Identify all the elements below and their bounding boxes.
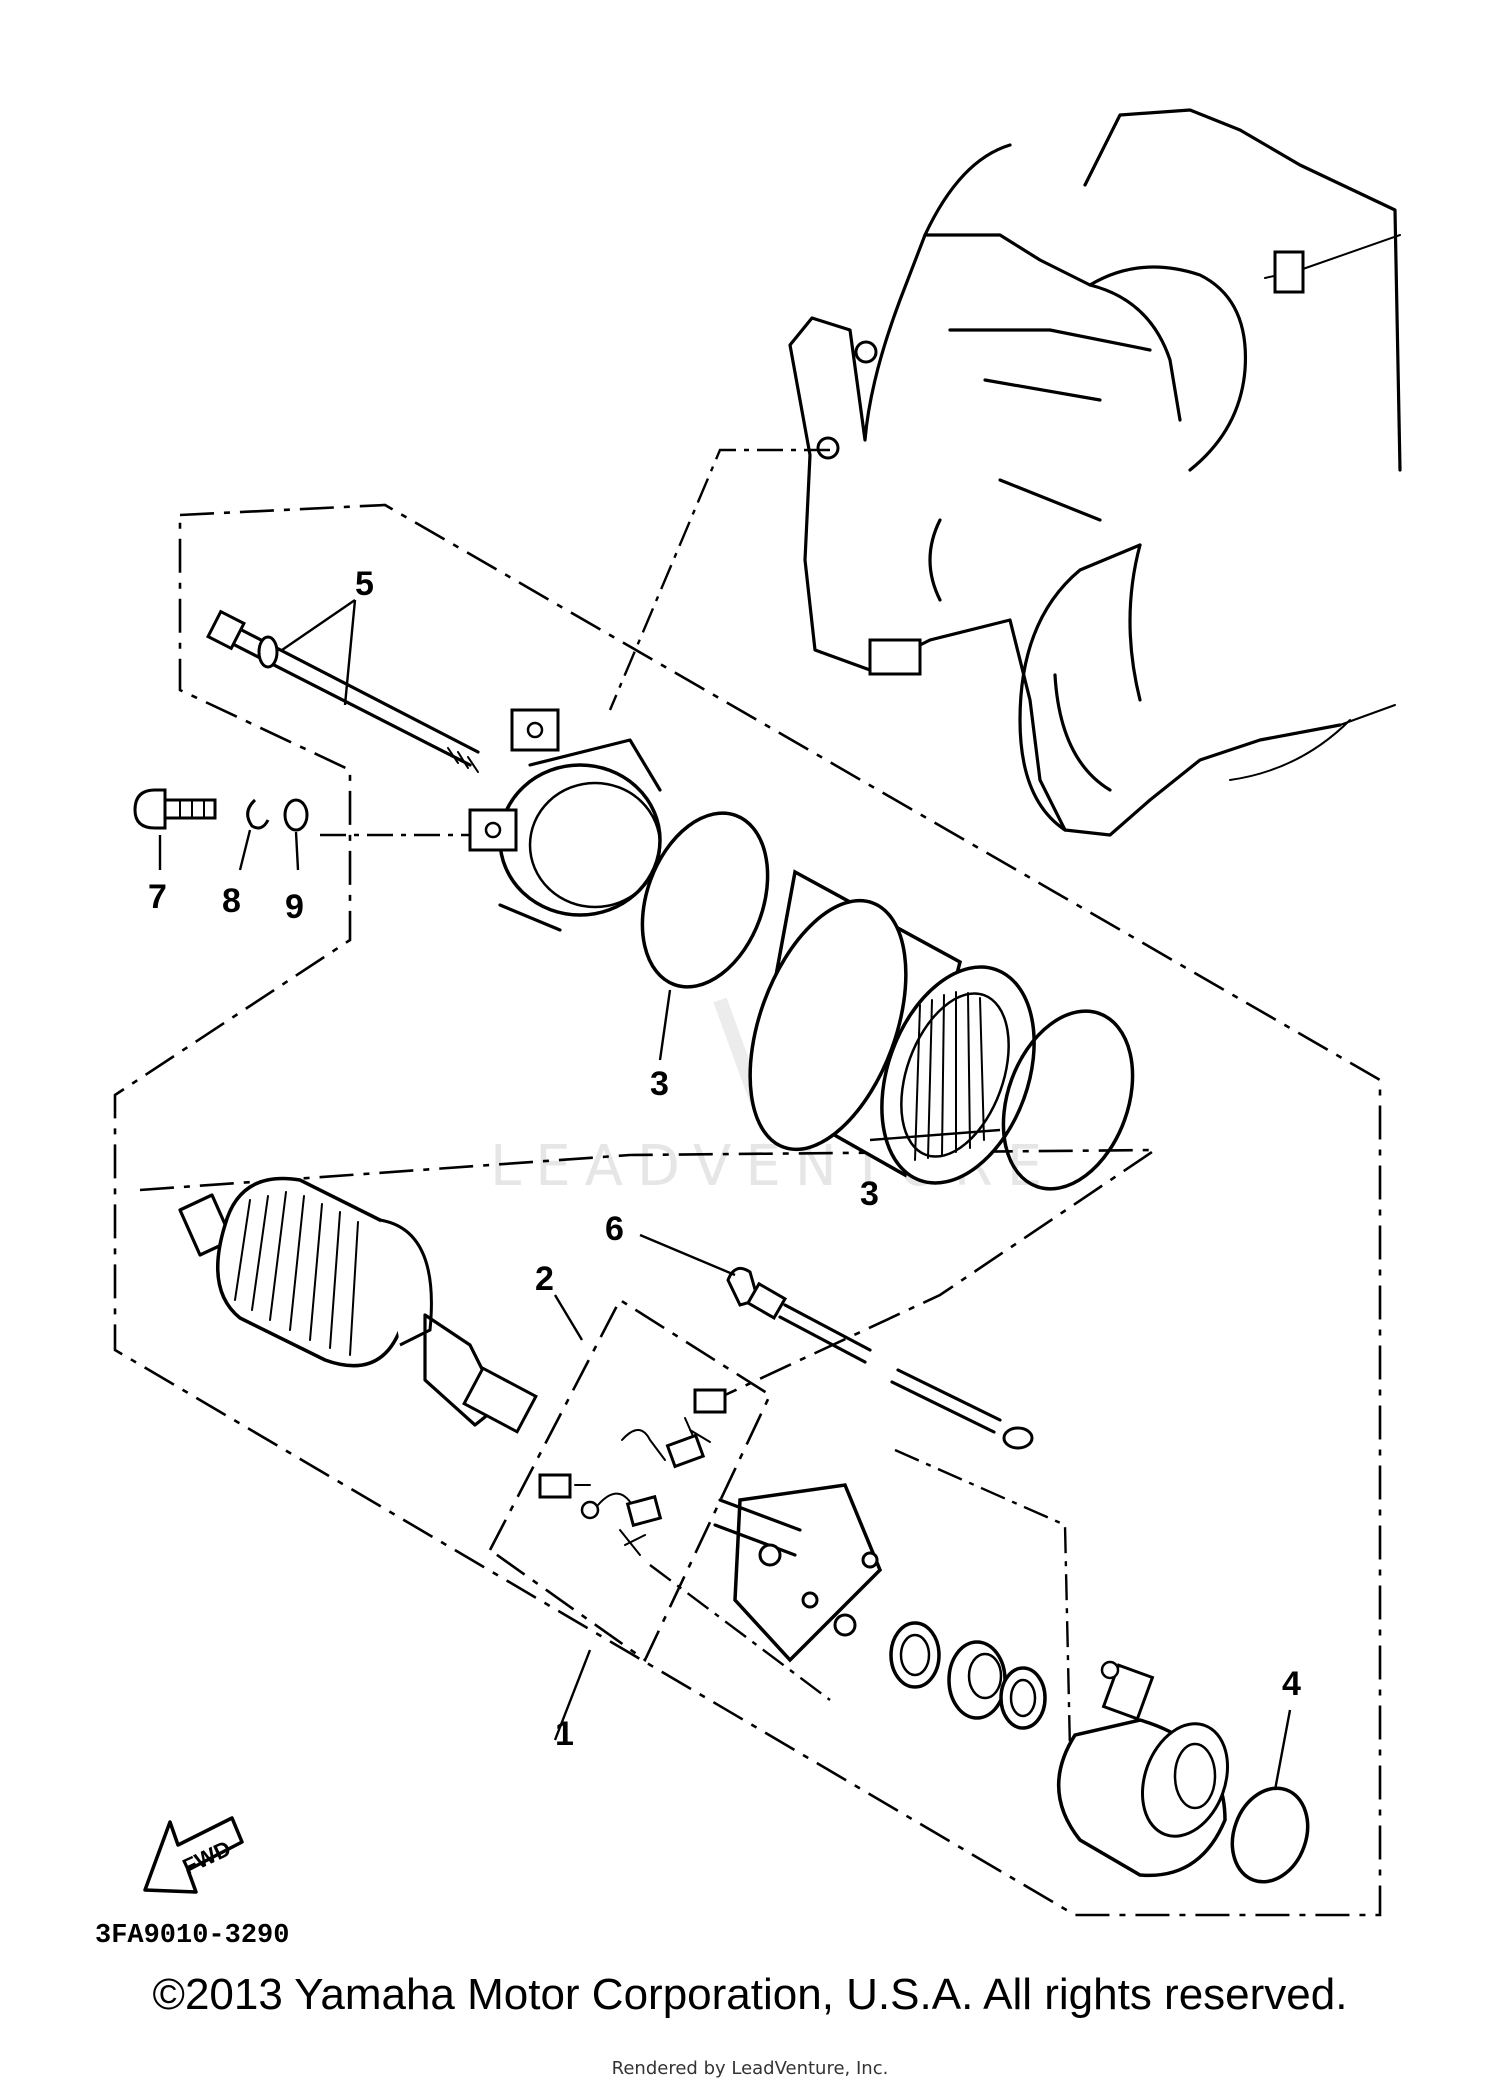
oil-seal [999,1666,1047,1730]
o-ring-upper [640,811,770,989]
callout-leaders [158,599,1292,1791]
bolt [133,788,217,830]
callout-9: 9 [285,888,304,926]
brush-holder-boundary [488,1298,772,1662]
thrust-washer [889,1621,941,1689]
through-bolt [206,609,480,773]
rendered-by-text: Rendered by LeadVenture, Inc. [611,2058,889,2079]
o-ring-lower [1001,1009,1135,1191]
callout-1: 1 [555,1715,574,1753]
copyright-notice: ©2013 Yamaha Motor Corporation, U.S.A. A… [152,1970,1348,2019]
front-cover [468,708,662,932]
assembly-boundary-outer [113,503,1382,1917]
callout-6: 6 [605,1210,624,1248]
callout-2: 2 [535,1260,554,1298]
armature [178,1176,538,1434]
fwd-arrow-icon: FWD [143,1816,244,1894]
callout-3-lower: 3 [860,1175,879,1213]
lead-wire [726,1266,1034,1450]
brush-set [538,1388,727,1556]
yoke-housing [748,869,1036,1185]
engine-crankcase [788,108,1402,837]
rear-cover [1057,1660,1230,1878]
drawing-code: 3FA9010-3290 [95,1921,289,1951]
washer [283,798,309,832]
callout-8: 8 [222,882,241,920]
lock-washer [246,798,270,830]
callout-3-upper: 3 [650,1065,669,1103]
armature-boundary [139,1148,1160,1397]
callout-7: 7 [148,878,167,916]
o-ring-rear [1230,1786,1310,1884]
callout-5: 5 [355,565,374,603]
brush-holder [713,1483,883,1663]
callout-4: 4 [1282,1665,1301,1703]
bearing [947,1640,1007,1720]
